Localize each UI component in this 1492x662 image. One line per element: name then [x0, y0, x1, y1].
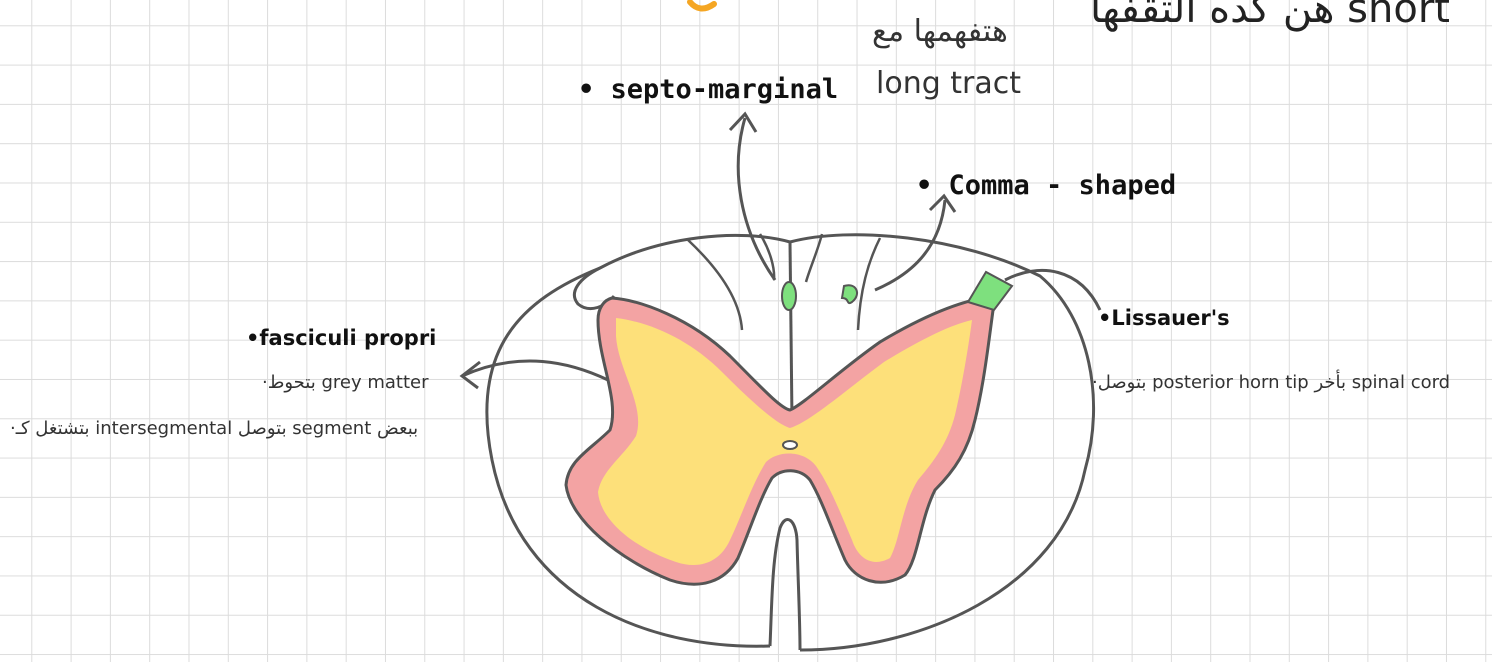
lissauer-note: ·بتوصل posterior horn tip بأخر spinal co… — [1092, 372, 1450, 393]
top-partial-text: هن كده التقفها short — [1090, 0, 1450, 32]
anterior-median-fissure — [770, 519, 800, 650]
white-matter-line — [858, 238, 880, 330]
white-matter-line — [806, 234, 822, 282]
posterior-median-septum — [790, 242, 792, 420]
comma-arrow — [875, 200, 945, 290]
fasciculi-arrow — [462, 361, 608, 380]
comma-shaped-tract — [842, 285, 857, 303]
fasciculi-arrowhead — [462, 362, 480, 388]
septo-marginal-label: • septo-marginal — [578, 74, 838, 105]
fasciculi-propri-label: •fasciculi propri — [246, 326, 436, 350]
white-matter-line — [688, 240, 742, 330]
lissauer-label: •Lissauer's — [1098, 306, 1230, 330]
arabic-note: هتفهمها مع — [872, 14, 1008, 49]
orange-mark — [690, 2, 714, 9]
long-tract-label: long tract — [876, 66, 1021, 101]
comma-shaped-label: • Comma - shaped — [916, 170, 1176, 201]
septo-marginal-tract — [782, 282, 796, 310]
fasciculi-note-2: ·بتشتغل كـ intersegmental بتوصل segment … — [10, 418, 418, 439]
lissauer-tract — [968, 272, 1012, 310]
fasciculi-note-1: ·بتحوط grey matter — [262, 372, 429, 393]
central-canal — [783, 441, 797, 449]
